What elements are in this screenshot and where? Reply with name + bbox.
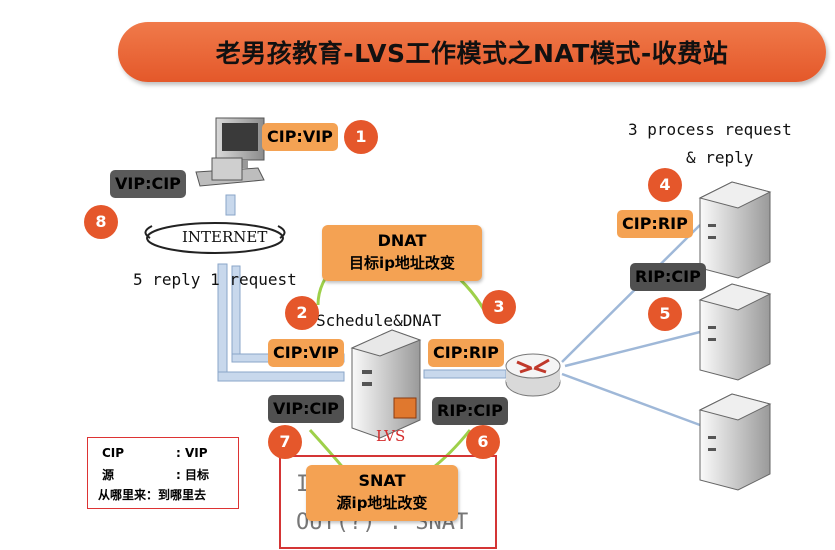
step-6-badge: 6 xyxy=(466,425,500,459)
dnat-title: DNAT xyxy=(377,231,427,250)
tag-vip-cip-client-text: VIP:CIP xyxy=(115,174,181,193)
lvs-label: LVS xyxy=(376,427,406,445)
step-4-badge: 4 xyxy=(648,168,682,202)
step-1-badge: 1 xyxy=(344,120,378,154)
schedule-dnat-label: Schedule&DNAT xyxy=(316,311,442,330)
router-links xyxy=(561,224,701,427)
router-icon xyxy=(505,353,561,397)
internet-label: INTERNET xyxy=(182,228,268,246)
real-server-3-icon xyxy=(698,393,772,491)
title-banner: 老男孩教育-LVS工作模式之NAT模式-收费站 xyxy=(118,22,826,82)
internet-cloud-icon xyxy=(144,222,286,254)
step-8-badge: 8 xyxy=(84,205,118,239)
tag-rip-cip-server: RIP:CIP xyxy=(630,263,706,291)
tag-rip-cip-lvs: RIP:CIP xyxy=(432,397,508,425)
tag-cip-vip-client: CIP:VIP xyxy=(262,123,338,151)
snat-title: SNAT xyxy=(358,471,406,490)
lvs-server-icon xyxy=(350,329,422,439)
reply-label: & reply xyxy=(686,148,754,167)
page-title: 老男孩教育-LVS工作模式之NAT模式-收费站 xyxy=(215,39,729,68)
legend-row3: 从哪里来：到哪里去 xyxy=(98,488,207,502)
dnat-callout: DNAT 目标ip地址改变 xyxy=(322,225,482,281)
dnat-subtitle: 目标ip地址改变 xyxy=(349,254,455,272)
tag-vip-cip-client: VIP:CIP xyxy=(110,170,186,198)
tag-cip-rip-server: CIP:RIP xyxy=(617,210,693,238)
legend-row2-left: 源 xyxy=(102,468,115,482)
tag-cip-vip-lvs: CIP:VIP xyxy=(268,339,344,367)
tag-vip-cip-lvs: VIP:CIP xyxy=(268,395,344,423)
process-request-label: 3 process request xyxy=(628,120,792,139)
tag-cip-rip-lvs: CIP:RIP xyxy=(428,339,504,367)
legend-row1-right: : VIP xyxy=(176,446,208,460)
legend-row2-right: : 目标 xyxy=(176,468,209,482)
step-3-badge: 3 xyxy=(482,290,516,324)
real-server-2-icon xyxy=(698,283,772,381)
real-server-1-icon xyxy=(698,181,772,279)
reply-request-label: 5 reply 1 request xyxy=(133,270,297,289)
snat-callout: SNAT 源ip地址改变 xyxy=(306,465,458,521)
box-text-line1: I xyxy=(296,472,310,497)
step-5-badge: 5 xyxy=(648,297,682,331)
nat-rule-box xyxy=(279,455,497,549)
legend-row1-left: CIP xyxy=(102,446,125,460)
step-7-badge: 7 xyxy=(268,425,302,459)
client-computer-icon xyxy=(195,117,265,187)
snat-subtitle: 源ip地址改变 xyxy=(336,494,428,512)
legend-box: CIP : VIP 源 : 目标 从哪里来：到哪里去 xyxy=(87,437,239,509)
step-2-badge: 2 xyxy=(285,296,319,330)
